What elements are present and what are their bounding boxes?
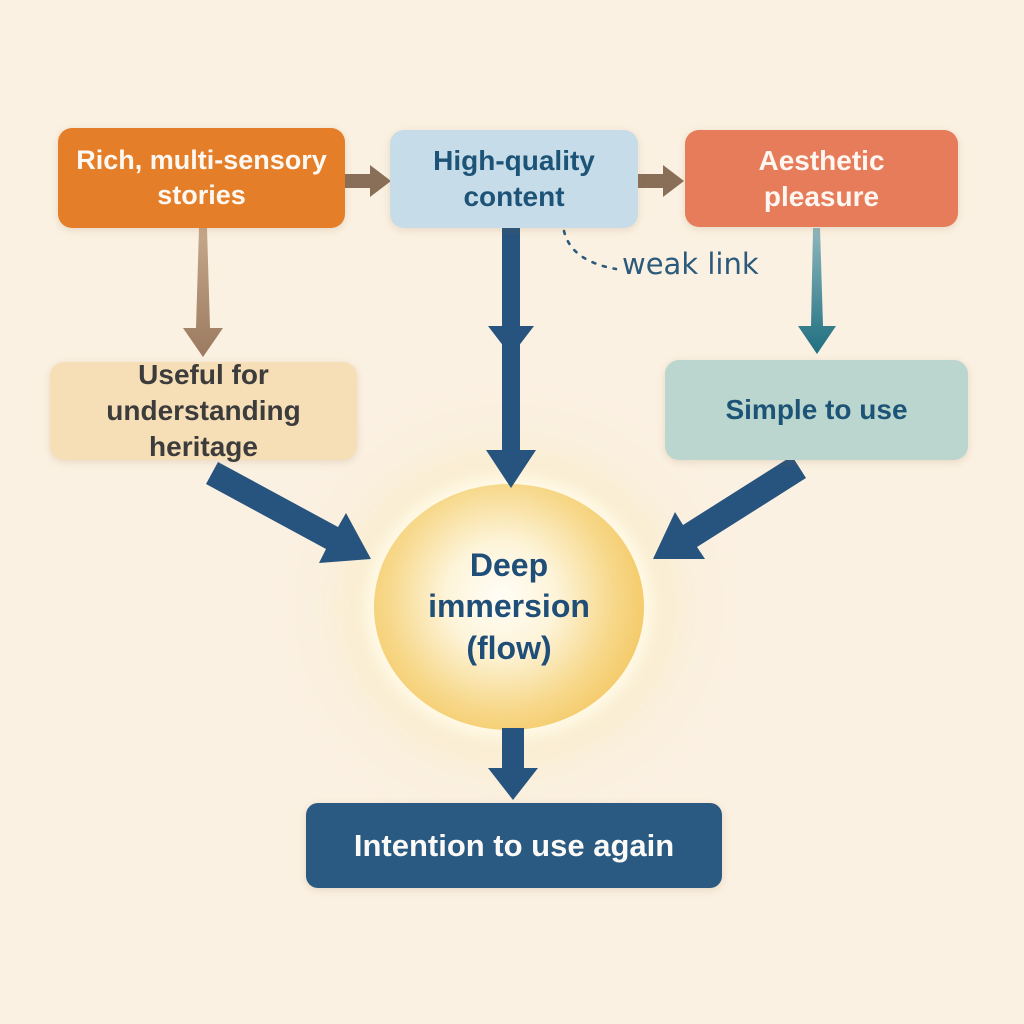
weak-link-dashed-line: [562, 229, 618, 271]
arrow-content-to-immersion: [486, 228, 536, 488]
arrow-content-to-aesthetic: [638, 165, 684, 197]
node-label-line: Rich, multi-sensory: [76, 145, 327, 176]
arrow-useful-to-immersion: [206, 462, 371, 563]
node-label-line: Intention to use again: [353, 827, 675, 863]
weak-link-label: weak link: [622, 247, 759, 281]
node-high-quality-content: High-quality content: [390, 130, 638, 228]
node-label-line: content: [463, 181, 565, 212]
node-label-line: immersion: [428, 588, 590, 625]
node-useful-heritage: Useful for understanding heritage: [50, 359, 357, 462]
arrow-immersion-to-intention: [488, 728, 538, 800]
arrow-rich-to-content: [345, 165, 391, 197]
node-label-line: stories: [157, 180, 246, 210]
node-label-line: understanding heritage: [106, 395, 301, 462]
arrow-aesthetic-to-simple: [798, 228, 836, 354]
arrow-simple-to-immersion: [653, 456, 806, 559]
node-aesthetic-pleasure: Aesthetic pleasure: [685, 130, 958, 227]
arrow-rich-to-useful: [183, 228, 223, 357]
node-intention-reuse: Intention to use again: [306, 803, 722, 888]
node-deep-immersion: Deep immersion (flow): [374, 484, 644, 730]
node-label-line: Aesthetic: [758, 144, 885, 176]
node-rich-stories: Rich, multi-sensory stories: [58, 128, 345, 228]
node-label-line: Deep: [469, 546, 549, 583]
node-label-line: pleasure: [763, 180, 880, 212]
node-simple-to-use: Simple to use: [665, 360, 968, 460]
node-label-line: Simple to use: [725, 394, 908, 426]
node-label-line: High-quality: [433, 145, 595, 177]
node-label-line: (flow): [466, 629, 552, 666]
node-label-line: Useful for: [138, 359, 269, 391]
